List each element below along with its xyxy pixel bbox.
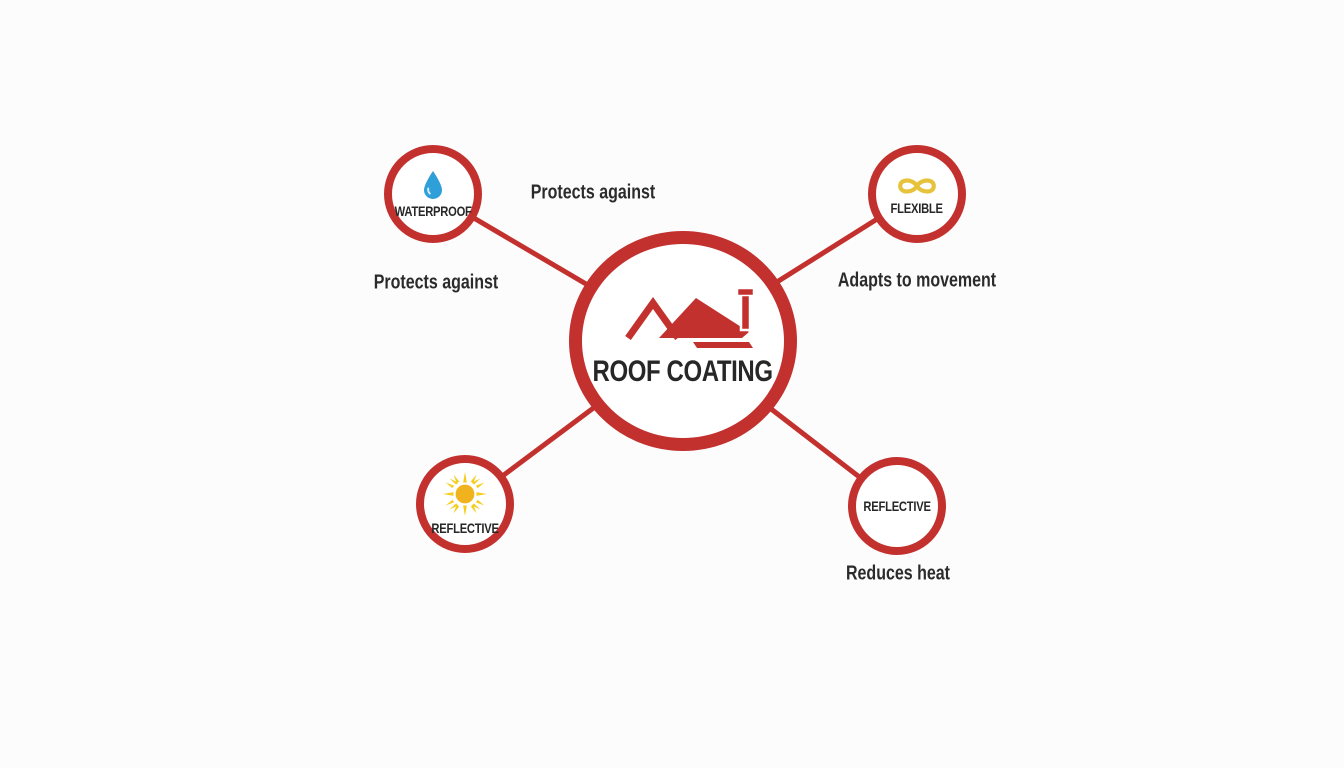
- annotation-protects-top: Protects against: [530, 181, 656, 204]
- water-drop-icon: [424, 170, 442, 199]
- node-flexible-label: FLEXIBLE: [890, 199, 944, 216]
- annotation-adapts-movement: Adapts to movement: [837, 269, 997, 292]
- annotation-protects-left: Protects against: [373, 271, 499, 294]
- node-reflective-plain: REFLECTIVE: [848, 457, 946, 555]
- node-waterproof-label: WATERPROOF: [394, 202, 472, 219]
- infinity-icon: [898, 177, 936, 194]
- center-node: ROOF COATING: [569, 231, 797, 451]
- roof-icon: [625, 287, 755, 348]
- center-node-label: ROOF COATING: [592, 355, 774, 388]
- node-reflective-plain-label: REFLECTIVE: [863, 498, 931, 514]
- node-reflective-sun: REFLECTIVE: [416, 455, 514, 553]
- node-flexible: FLEXIBLE: [868, 145, 966, 243]
- annotation-reduces-heat: Reduces heat: [845, 562, 951, 585]
- sun-icon: [443, 471, 487, 516]
- node-waterproof: WATERPROOF: [384, 145, 482, 243]
- node-reflective-sun-label: REFLECTIVE: [431, 519, 499, 536]
